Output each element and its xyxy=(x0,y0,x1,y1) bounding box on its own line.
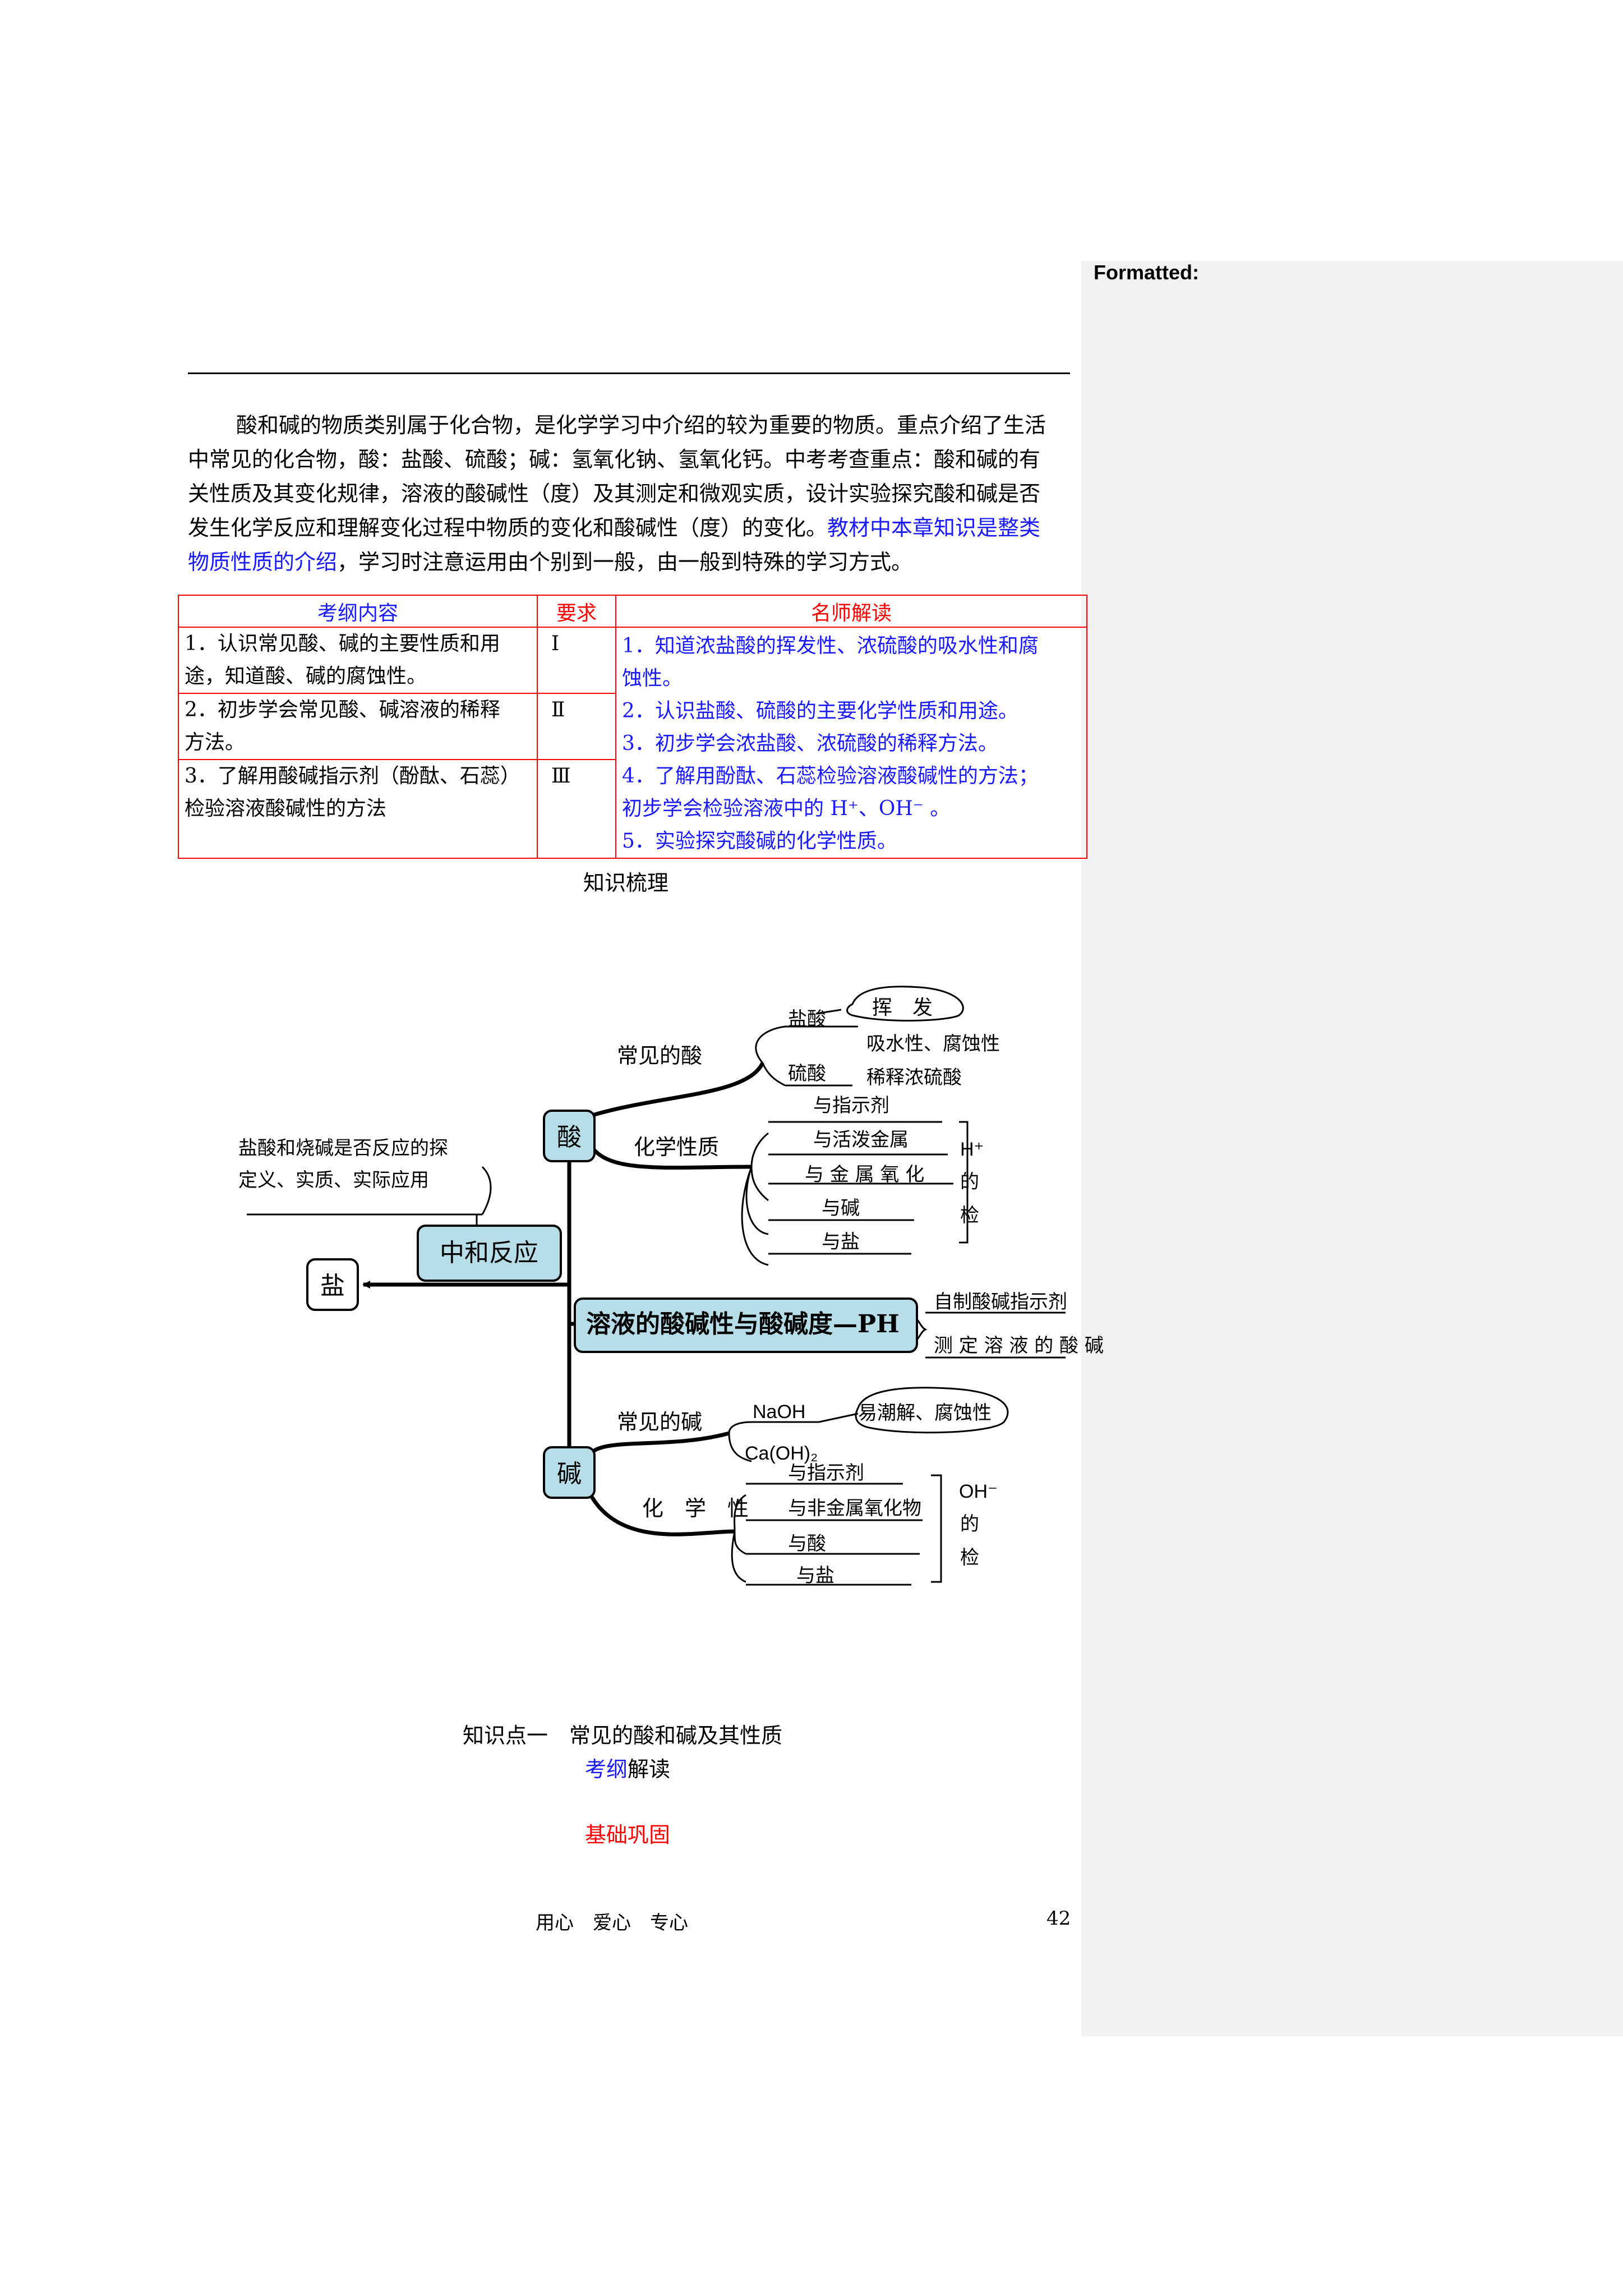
header-interpretation: 名师解读 xyxy=(615,595,1087,628)
acid-box xyxy=(543,1110,596,1162)
interp-line4: 3．初步学会浓盐酸、浓硫酸的稀释方法。 xyxy=(622,732,998,755)
dilute-sulfuric-label: 稀释浓硫酸 xyxy=(866,1066,962,1089)
section-sub2: 基础巩固 xyxy=(585,1823,671,1847)
row2-level-text: Ⅱ xyxy=(551,698,565,721)
acid-prop-oxide: 与 金 属 氧 化 xyxy=(805,1163,924,1186)
intro-line-1: 酸和碱的物质类别属于化合物，是化学学习中介绍的较为重要的物质。重点介绍了生活 xyxy=(236,413,1046,438)
intro-line-5-blue: 物质性质的介绍 xyxy=(188,550,338,574)
intro-line-2: 中常见的化合物，酸：盐酸、硫酸；碱：氢氧化钠、氢氧化钙。中考考查重点：酸和碱的有 xyxy=(188,447,1041,472)
row2-level: Ⅱ xyxy=(537,693,616,760)
ph-item-2: 测 定 溶 液 的 酸 碱 xyxy=(934,1335,1104,1357)
neutralization-label: 中和反应 xyxy=(440,1239,538,1267)
table-row: 1．认识常见酸、碱的主要性质和用 途，知道酸、碱的腐蚀性。 Ⅰ 1．知道浓盐酸的… xyxy=(178,627,1087,859)
interp-line3: 2．认识盐酸、硫酸的主要化学性质和用途。 xyxy=(622,700,1018,723)
section-sub1-blue: 考纲 xyxy=(585,1757,628,1782)
common-acid-branch xyxy=(588,1062,765,1119)
intro-line-3: 关性质及其变化规律，溶液的酸碱性（度）及其测定和微观实质，设计实验探究酸和碱是否 xyxy=(188,481,1041,506)
salt-box xyxy=(306,1258,359,1311)
acid-prop-indicator: 与指示剂 xyxy=(813,1094,889,1117)
comment-pane: Formatted: xyxy=(1081,261,1623,2036)
common-base-branch xyxy=(587,1431,730,1457)
common-acid-label: 常见的酸 xyxy=(617,1043,702,1068)
base-prop-nonmetal: 与非金属氧化物 xyxy=(788,1497,921,1520)
row1-content-line2: 途，知道酸、碱的腐蚀性。 xyxy=(185,665,427,688)
row1-level-text: Ⅰ xyxy=(551,632,560,655)
table-header-row: 考纲内容 要求 名师解读 xyxy=(178,595,1087,628)
ph-item-1: 自制酸碱指示剂 xyxy=(934,1291,1067,1313)
base-label: 碱 xyxy=(557,1460,582,1488)
knowledge-caption: 知识梳理 xyxy=(583,871,669,895)
volatile-callout xyxy=(815,986,964,1022)
hydrochloric-label: 盐酸 xyxy=(788,1008,826,1030)
row2-content-line2: 方法。 xyxy=(185,731,246,754)
oh-test-3: 检 xyxy=(960,1547,979,1569)
acid-prop-metal: 与活泼金属 xyxy=(813,1129,909,1151)
row3-content: 3．了解用酸碱指示剂（酚酞、石蕊） 检验溶液酸碱性的方法 xyxy=(178,759,538,859)
acid-prop-base: 与碱 xyxy=(822,1197,860,1220)
section-sub1: 考纲解读 xyxy=(585,1752,670,1783)
row2-content: 2．初步学会常见酸、碱溶液的稀释 方法。 xyxy=(178,693,538,760)
interp-line6: 初步学会检验溶液中的 H⁺、OH⁻ 。 xyxy=(622,797,951,820)
interp-line7: 5．实验探究酸碱的化学性质。 xyxy=(622,830,897,853)
absorbent-label: 吸水性、腐蚀性 xyxy=(866,1033,1000,1055)
h-test-3: 检 xyxy=(960,1204,979,1227)
intro-line-4-blue: 教材中本章知识是整类 xyxy=(827,516,1041,540)
page-number: 42 xyxy=(1046,1907,1071,1930)
row1-content: 1．认识常见酸、碱的主要性质和用 途，知道酸、碱的腐蚀性。 xyxy=(178,627,538,694)
acid-prop-salt: 与盐 xyxy=(822,1231,860,1253)
intro-paragraph: 酸和碱的物质类别属于化合物，是化学学习中介绍的较为重要的物质。重点介绍了生活 中… xyxy=(188,408,1068,579)
row1-level: Ⅰ xyxy=(537,627,616,694)
formatted-label[interactable]: Formatted: xyxy=(1094,261,1199,284)
neutral-note-2: 定义、实质、实际应用 xyxy=(238,1169,429,1191)
row3-content-line2: 检验溶液酸碱性的方法 xyxy=(185,797,387,820)
interp-line5: 4．了解用酚酞、石蕊检验溶液酸碱性的方法； xyxy=(622,765,1039,788)
interpretation-cell: 1．知道浓盐酸的挥发性、浓硫酸的吸水性和腐 蚀性。 2．认识盐酸、硫酸的主要化学… xyxy=(615,627,1087,859)
naoh-callout xyxy=(855,1387,1009,1434)
base-prop-salt: 与盐 xyxy=(796,1565,834,1587)
caoh-label: Ca(OH)₂ xyxy=(745,1443,818,1464)
h-test-1: H⁺ xyxy=(960,1139,984,1160)
outline-table: 考纲内容 要求 名师解读 1．认识常见酸、碱的主要性质和用 途，知道酸、碱的腐蚀… xyxy=(178,595,1087,859)
acid-chem-label: 化学性质 xyxy=(634,1135,719,1159)
neutralization-box xyxy=(417,1225,562,1282)
base-chem-label: 化 学 性 xyxy=(642,1496,749,1521)
base-prop-indicator: 与指示剂 xyxy=(788,1462,864,1484)
naoh-label: NaOH xyxy=(753,1401,805,1423)
salt-label: 盐 xyxy=(320,1272,345,1300)
interp-line1: 1．知道浓盐酸的挥发性、浓硫酸的吸水性和腐 xyxy=(622,634,1039,657)
row2-content-line1: 2．初步学会常见酸、碱溶液的稀释 xyxy=(185,698,500,721)
common-base-label: 常见的碱 xyxy=(617,1410,702,1434)
row3-level-text: Ⅲ xyxy=(551,765,571,788)
table-row: 2．初步学会常见酸、碱溶液的稀释 方法。 Ⅱ xyxy=(178,693,1087,760)
section-sub1-black: 解读 xyxy=(628,1757,671,1782)
base-prop-acid: 与酸 xyxy=(788,1533,826,1555)
header-requirement: 要求 xyxy=(537,595,616,628)
intro-line-5: 物质性质的介绍，学习时注意运用由个别到一般，由一般到特殊的学习方式。 xyxy=(188,545,1068,579)
row3-level: Ⅲ xyxy=(537,759,616,859)
volatile-label: 挥 发 xyxy=(872,996,933,1019)
oh-test-1: OH⁻ xyxy=(959,1481,998,1502)
section-title: 知识点一 常见的酸和碱及其性质 xyxy=(463,1723,783,1748)
neutral-note-1: 盐酸和烧碱是否反应的探 xyxy=(238,1137,448,1159)
row1-content-line1: 1．认识常见酸、碱的主要性质和用 xyxy=(185,632,500,655)
base-box xyxy=(543,1446,596,1499)
solution-ph-label: 溶液的酸碱性与酸碱度—PH xyxy=(586,1310,900,1338)
header-rule xyxy=(188,372,1070,374)
intro-line-5-black: ，学习时注意运用由个别到一般，由一般到特殊的学习方式。 xyxy=(337,550,913,574)
base-chem-branch xyxy=(585,1488,735,1536)
acid-label: 酸 xyxy=(557,1123,582,1152)
row3-content-line1: 3．了解用酸碱指示剂（酚酞、石蕊） xyxy=(185,765,520,788)
interp-line2: 蚀性。 xyxy=(622,667,683,690)
sulfuric-label: 硫酸 xyxy=(788,1062,826,1085)
naoh-prop-label: 易潮解、腐蚀性 xyxy=(858,1402,992,1424)
header-outline-content: 考纲内容 xyxy=(178,595,538,628)
intro-line-4-black: 发生化学反应和理解变化过程中物质的变化和酸碱性（度）的变化。 xyxy=(188,516,828,540)
intro-line-4: 发生化学反应和理解变化过程中物质的变化和酸碱性（度）的变化。教材中本章知识是整类 xyxy=(188,511,1068,545)
footer-motto: 用心 爱心 专心 xyxy=(536,1912,688,1934)
table-row: 3．了解用酸碱指示剂（酚酞、石蕊） 检验溶液酸碱性的方法 Ⅲ xyxy=(178,759,1087,859)
oh-test-2: 的 xyxy=(960,1513,979,1535)
h-test-2: 的 xyxy=(960,1171,979,1193)
solution-ph-box xyxy=(574,1297,918,1353)
